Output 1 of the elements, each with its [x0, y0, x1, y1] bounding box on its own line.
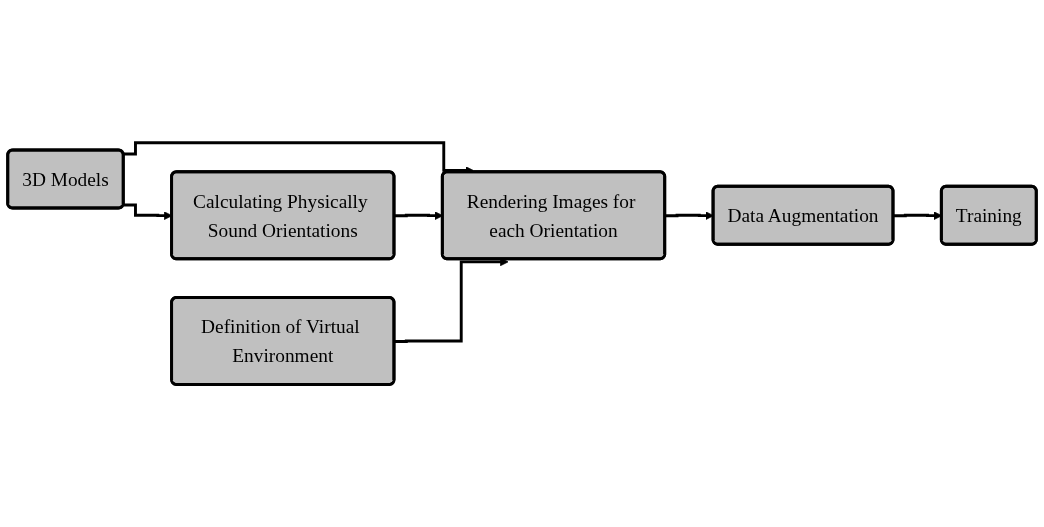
arrow	[665, 211, 714, 220]
